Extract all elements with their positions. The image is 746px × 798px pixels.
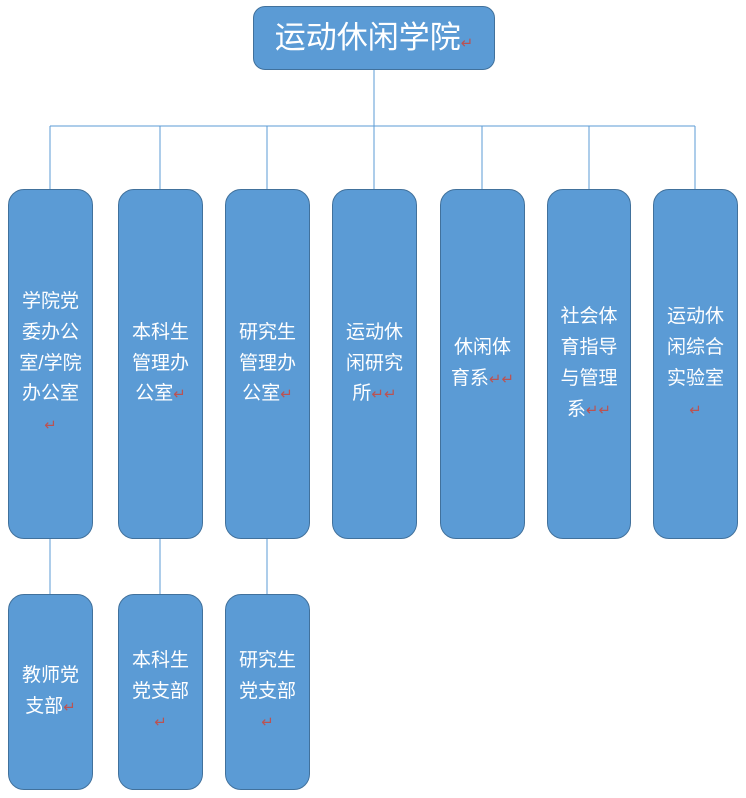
node-text: 社会体育指导与管理系 — [560, 306, 618, 420]
node-label: 本科生党支部 ↵ — [119, 646, 202, 738]
node-text: 教师党支部 — [21, 665, 79, 717]
pilcrow-mark: ↵ — [154, 714, 167, 732]
node-label: 学院党委办公室/学院办公室 ↵ — [9, 287, 92, 441]
node-leisure-sports-department[interactable]: 休闲体育系↵↵ — [440, 189, 525, 539]
node-label: 社会体育指导与管理系↵↵ — [548, 302, 630, 425]
node-text: 本科生管理办公室 — [131, 321, 189, 405]
node-comprehensive-laboratory[interactable]: 运动休闲综合实验室 ↵ — [653, 189, 738, 539]
node-label: 研究生党支部 ↵ — [226, 646, 309, 738]
node-text: 学院党委办公室/学院办公室 — [19, 291, 82, 405]
node-root[interactable]: 运动休闲学院↵ — [253, 6, 495, 70]
pilcrow-mark: ↵ — [585, 401, 599, 419]
node-teacher-party-branch[interactable]: 教师党支部↵ — [8, 594, 93, 790]
pilcrow-mark: ↵ — [460, 34, 474, 52]
node-label: 运动休闲研究所↵↵ — [333, 318, 416, 410]
node-sports-leisure-institute[interactable]: 运动休闲研究所↵↵ — [332, 189, 417, 539]
node-text: 运动休闲研究所 — [345, 321, 403, 405]
node-root-label: 运动休闲学院↵ — [254, 19, 494, 55]
node-graduate-admin-office[interactable]: 研究生管理办公室↵ — [225, 189, 310, 539]
node-social-sports-guidance-department[interactable]: 社会体育指导与管理系↵↵ — [547, 189, 631, 539]
node-text: 研究生管理办公室 — [238, 321, 296, 405]
node-root-text: 运动休闲学院 — [274, 19, 461, 55]
pilcrow-mark: ↵ — [280, 386, 293, 404]
node-graduate-party-branch[interactable]: 研究生党支部 ↵ — [225, 594, 310, 790]
node-college-party-office[interactable]: 学院党委办公室/学院办公室 ↵ — [8, 189, 93, 539]
node-text: 休闲体育系 — [450, 337, 511, 389]
pilcrow-mark: ↵ — [689, 401, 702, 419]
node-undergraduate-party-branch[interactable]: 本科生党支部 ↵ — [118, 594, 203, 790]
node-undergraduate-admin-office[interactable]: 本科生管理办公室↵ — [118, 189, 203, 539]
node-label: 休闲体育系↵↵ — [441, 333, 524, 395]
node-text: 本科生党支部 — [131, 649, 189, 702]
pilcrow-mark: ↵ — [63, 699, 76, 716]
pilcrow-mark-trailing: ↵ — [501, 371, 515, 388]
pilcrow-mark: ↵ — [371, 386, 384, 404]
node-label: 本科生管理办公室↵ — [119, 318, 202, 410]
pilcrow-mark: ↵ — [173, 386, 186, 404]
pilcrow-mark-trailing: ↵ — [384, 386, 397, 404]
node-label: 研究生管理办公室↵ — [226, 318, 309, 410]
node-label: 教师党支部↵ — [9, 661, 92, 723]
node-text: 研究生党支部 — [238, 649, 296, 702]
pilcrow-mark: ↵ — [488, 371, 502, 388]
pilcrow-mark: ↵ — [44, 417, 57, 435]
node-text: 运动休闲综合实验室 — [666, 306, 724, 389]
node-label: 运动休闲综合实验室 ↵ — [654, 302, 737, 425]
pilcrow-mark-trailing: ↵ — [598, 401, 612, 419]
pilcrow-mark: ↵ — [261, 714, 274, 732]
